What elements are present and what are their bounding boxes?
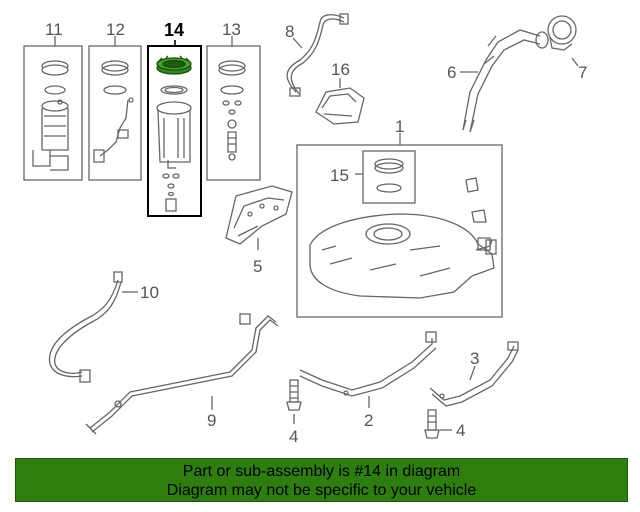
callout-7: 7	[578, 63, 588, 82]
callout-12: 12	[106, 20, 125, 39]
banner-line-2: Diagram may not be specific to your vehi…	[166, 482, 477, 499]
part-13-fuel-pump-seal-kit[interactable]	[206, 36, 261, 181]
callout-8: 8	[285, 22, 295, 41]
callout-4-left: 4	[289, 427, 299, 446]
part-3-tank-strap[interactable]	[429, 341, 519, 407]
part-14-fuel-pump-lock-ring-panel[interactable]	[147, 40, 202, 217]
callout-3: 3	[470, 349, 480, 368]
callout-1: 1	[395, 117, 405, 136]
callout-6: 6	[447, 63, 457, 82]
part-7-fuel-cap[interactable]	[547, 15, 579, 67]
callout-15: 15	[330, 166, 349, 185]
part-4-bolt-left[interactable]	[286, 379, 302, 424]
callout-5: 5	[253, 257, 263, 276]
banner-line-1: Part or sub-assembly is #14 in diagram	[182, 463, 461, 480]
callout-11: 11	[45, 20, 63, 39]
callout-14[interactable]: 14	[164, 20, 185, 40]
callout-13: 13	[222, 20, 241, 39]
part-9-fuel-return-line[interactable]	[85, 313, 279, 435]
part-5-tank-heat-shield[interactable]	[225, 185, 293, 250]
callout-9: 9	[207, 411, 217, 430]
part-14-lock-ring[interactable]	[156, 55, 192, 75]
part-11-fuel-pump-assembly[interactable]	[23, 36, 83, 181]
part-1-fuel-tank[interactable]	[296, 133, 503, 318]
callout-2: 2	[364, 411, 374, 430]
notice-banner: Part or sub-assembly is #14 in diagram D…	[15, 458, 628, 502]
part-6-fuel-filler-pipe[interactable]	[460, 29, 549, 133]
part-4-bolt-right[interactable]	[424, 409, 452, 439]
part-8-evap-hose[interactable]	[286, 13, 349, 97]
part-16-filler-protector[interactable]	[315, 78, 365, 125]
callout-4-right: 4	[456, 421, 466, 440]
part-10-fuel-feed-line[interactable]	[48, 271, 138, 383]
callout-16: 16	[331, 60, 350, 79]
part-12-fuel-pump-component-kit[interactable]	[88, 36, 142, 181]
callout-10: 10	[140, 283, 159, 302]
part-2-tank-strap[interactable]	[299, 331, 437, 408]
